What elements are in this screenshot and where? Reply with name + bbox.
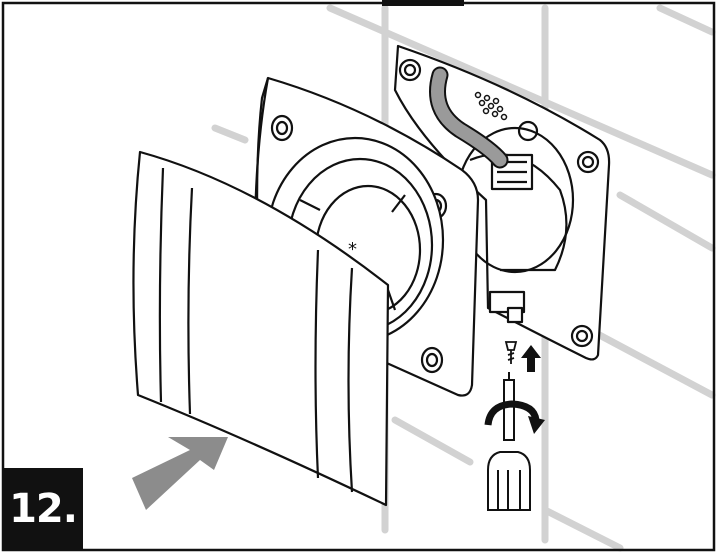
up-arrow-icon bbox=[521, 345, 541, 372]
push-arrow-icon bbox=[132, 437, 228, 510]
screwdriver-icon bbox=[487, 372, 531, 511]
step-number-badge: 12. bbox=[3, 468, 83, 550]
fan-body-frame: * bbox=[253, 76, 480, 397]
front-cover-panel bbox=[132, 150, 390, 507]
rotate-arrow-icon bbox=[484, 400, 545, 434]
screw-icon bbox=[504, 341, 518, 364]
terminal-holes bbox=[474, 91, 508, 121]
impeller-center-mark: * bbox=[348, 239, 357, 260]
